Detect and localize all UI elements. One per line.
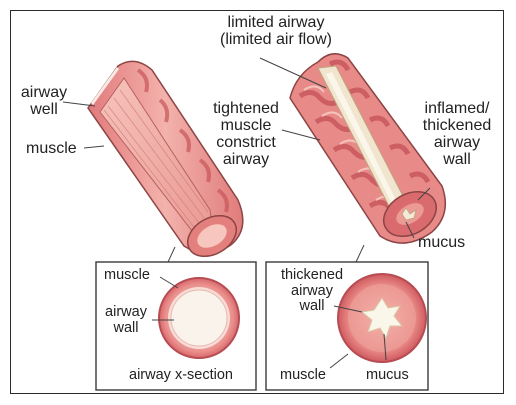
label-tightened-muscle: tightened muscle constrict airway: [198, 100, 294, 168]
label-asthma-thick-line3: wall: [272, 299, 352, 315]
label-asthma-thick-line2: airway: [272, 284, 352, 300]
label-limited-airway-line1: limited airway: [186, 14, 366, 31]
label-limited-airway: limited airway (limited air flow): [186, 14, 366, 48]
label-inflamed-line1: inflamed/: [412, 100, 502, 117]
label-tightened-line1: tightened: [198, 100, 294, 117]
label-normal-airway-wall: airway wall: [100, 305, 152, 336]
label-tightened-line4: airway: [198, 151, 294, 168]
label-asthma-thick-line1: thickened: [272, 268, 352, 284]
label-asthma-mucus: mucus: [366, 368, 409, 384]
label-airway-well-line2: well: [20, 101, 68, 118]
label-inflamed-wall: inflamed/ thickened airway wall: [412, 100, 502, 168]
label-normal-airway-line2: wall: [100, 321, 152, 337]
label-normal-caption: airway x-section: [116, 368, 246, 384]
label-tightened-line3: constrict: [198, 134, 294, 151]
label-normal-muscle: muscle: [104, 268, 150, 284]
label-muscle-top: muscle: [26, 140, 77, 157]
label-inflamed-line2: thickened: [412, 117, 502, 134]
label-airway-well-line1: airway: [20, 84, 68, 101]
label-limited-airway-line2: (limited air flow): [186, 31, 366, 48]
label-normal-airway-line1: airway: [100, 305, 152, 321]
normal-xsection: [159, 278, 239, 358]
label-inflamed-line3: airway: [412, 134, 502, 151]
label-airway-well: airway well: [20, 84, 68, 118]
label-asthma-thickened-wall: thickened airway wall: [272, 268, 352, 315]
label-asthma-muscle: muscle: [280, 368, 326, 384]
label-mucus-top: mucus: [418, 234, 465, 251]
label-inflamed-line4: wall: [412, 151, 502, 168]
label-tightened-line2: muscle: [198, 117, 294, 134]
